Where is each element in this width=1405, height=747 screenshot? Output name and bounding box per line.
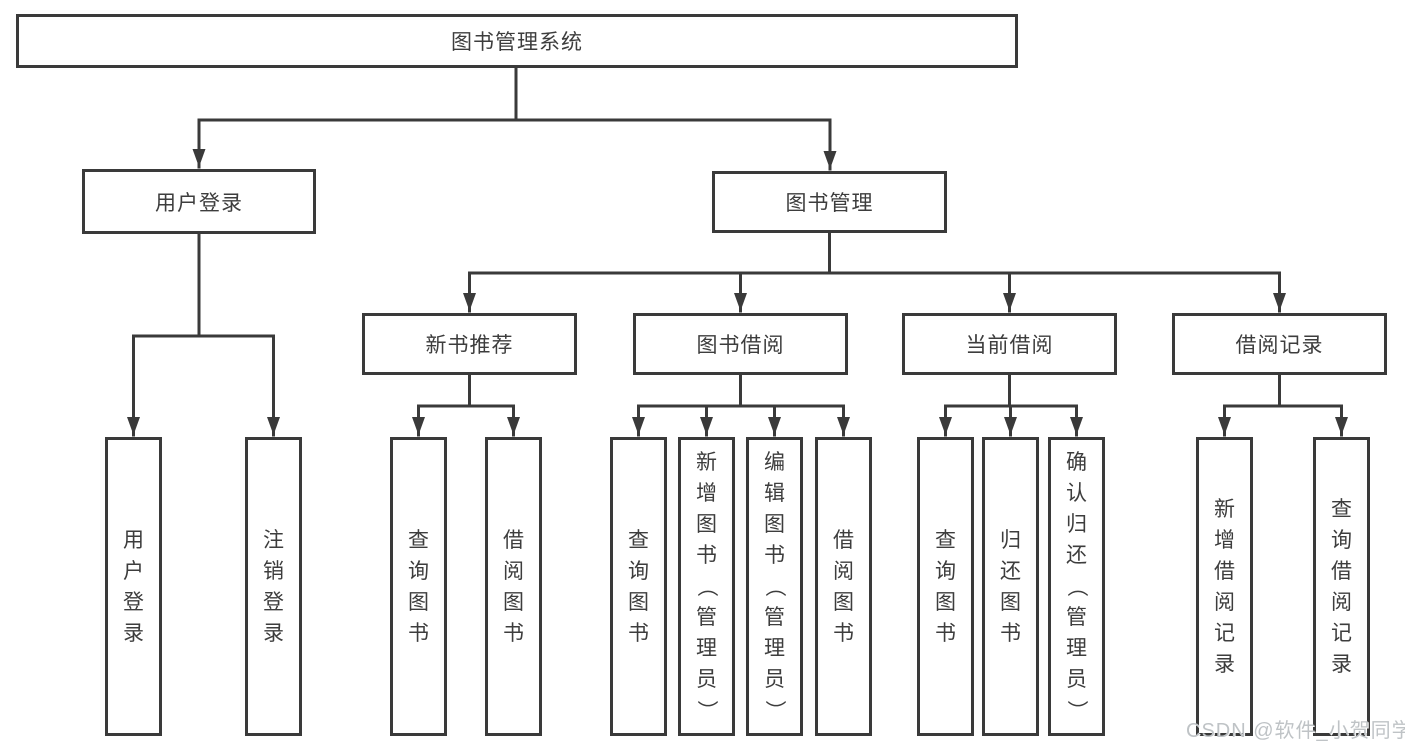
node-leaf-bb-query-books: 查询图书 — [610, 437, 667, 736]
node-leaf-logout: 注销登录 — [245, 437, 302, 736]
node-leaf-br-add-record: 新增借阅记录 — [1196, 437, 1253, 736]
node-book-management: 图书管理 — [712, 171, 947, 233]
node-library-system: 图书管理系统 — [16, 14, 1018, 68]
node-borrow-records: 借阅记录 — [1172, 313, 1387, 375]
node-user-login: 用户登录 — [82, 169, 316, 234]
node-leaf-nb-query-books: 查询图书 — [390, 437, 447, 736]
node-leaf-nb-borrow-books: 借阅图书 — [485, 437, 542, 736]
node-leaf-user-login: 用户登录 — [105, 437, 162, 736]
node-leaf-cb-return-books: 归还图书 — [982, 437, 1039, 736]
node-book-borrow: 图书借阅 — [633, 313, 848, 375]
node-leaf-br-query-record: 查询借阅记录 — [1313, 437, 1370, 736]
node-leaf-bb-edit-books-admin: 编辑图书（管理员） — [746, 437, 803, 736]
node-leaf-cb-query-books: 查询图书 — [917, 437, 974, 736]
csdn-watermark: CSDN @软件_小贺同学 — [1186, 720, 1405, 742]
node-new-book-recommend: 新书推荐 — [362, 313, 577, 375]
node-current-borrow: 当前借阅 — [902, 313, 1117, 375]
node-leaf-bb-borrow-books: 借阅图书 — [815, 437, 872, 736]
node-leaf-cb-confirm-return-admin: 确认归还（管理员） — [1048, 437, 1105, 736]
node-leaf-bb-add-books-admin: 新增图书（管理员） — [678, 437, 735, 736]
